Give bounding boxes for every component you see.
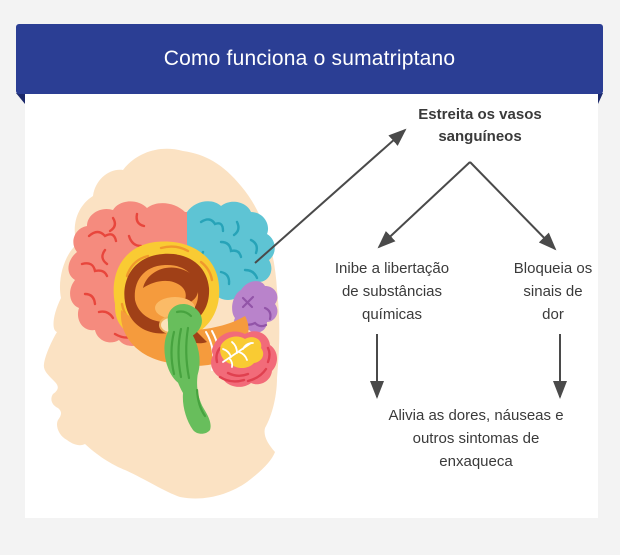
node-constrict-vessels: Estreita os vasos sanguíneos [418,106,542,145]
ribbon-fold-left [16,93,25,104]
node-block-pain-signals: Bloqueia os sinais de dor [513,260,593,323]
ribbon-fold-right [598,93,603,104]
cerebellum [211,331,278,387]
head-brain-illustration [43,148,280,499]
brainstem [164,304,211,434]
node-relieve-symptoms: Alivia as dores, náuseas e outros sintom… [388,407,564,470]
title-banner: Como funciona o sumatriptano [16,24,603,94]
node-inhibit-substances: Inibe a libertação de substâncias químic… [334,260,450,323]
page-title: Como funciona o sumatriptano [163,47,456,70]
